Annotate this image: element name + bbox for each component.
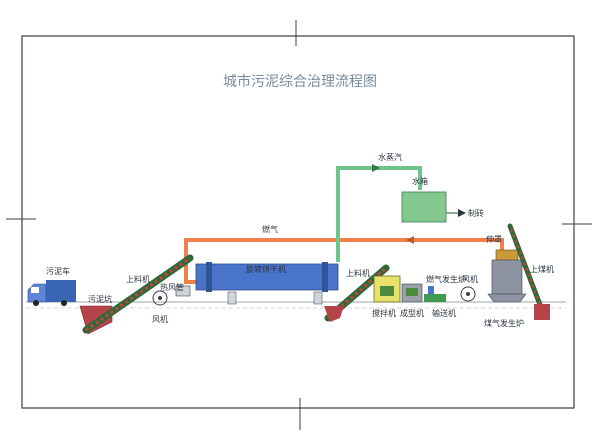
hot-air-box <box>175 285 191 297</box>
label-loader-mid: 上料机 <box>346 268 370 278</box>
label-rotary-dryer: 旋转烘干机 <box>246 264 286 274</box>
gas-pipe-arrow-icon <box>406 236 414 244</box>
label-sludge-truck: 污泥车 <box>46 266 70 276</box>
label-loader-left: 上料机 <box>126 274 150 284</box>
label-gas-producer: 煤气发生炉 <box>484 318 524 328</box>
water-tank <box>401 191 447 223</box>
label-water-tank: 水箱 <box>412 176 428 186</box>
steam-pipe <box>336 164 422 262</box>
molding-machine <box>401 283 423 303</box>
diagram-title: 城市污泥综合治理流程图 <box>223 73 377 90</box>
steam-arrow-icon <box>372 164 380 172</box>
label-brick-making: 制砖 <box>468 208 484 218</box>
gas-pipe <box>184 236 504 268</box>
label-steam: 水蒸汽 <box>378 152 402 162</box>
label-hood: 伸罩 <box>486 234 502 244</box>
label-mixer: 搅拌机 <box>372 308 396 318</box>
label-fan-left: 风机 <box>152 314 168 324</box>
label-sludge-pit: 污泥坑 <box>88 294 112 304</box>
hot-air-duct <box>184 268 196 284</box>
right-fan <box>460 286 476 302</box>
mixer <box>373 275 401 303</box>
tank-outlet-arrow-icon <box>458 209 466 217</box>
left-fan <box>152 290 168 306</box>
sludge-truck <box>27 280 76 306</box>
label-gas: 燃气 <box>262 224 278 234</box>
rotary-dryer <box>195 262 339 305</box>
label-conveyor: 输送机 <box>432 308 456 318</box>
label-fan-right: 风机 <box>462 274 478 284</box>
label-coal-loader: 上煤机 <box>530 264 554 274</box>
gas-producer <box>487 249 527 303</box>
label-molding-machine: 成型机 <box>400 308 424 318</box>
drawing-frame <box>21 35 575 409</box>
output-conveyor <box>424 286 446 302</box>
label-gas-generator-small: 燃气发生炉 <box>426 274 466 284</box>
left-loader-conveyor <box>82 254 194 334</box>
coal-loader <box>507 223 550 320</box>
label-hot-air-pipe: 热风管 <box>160 282 184 292</box>
